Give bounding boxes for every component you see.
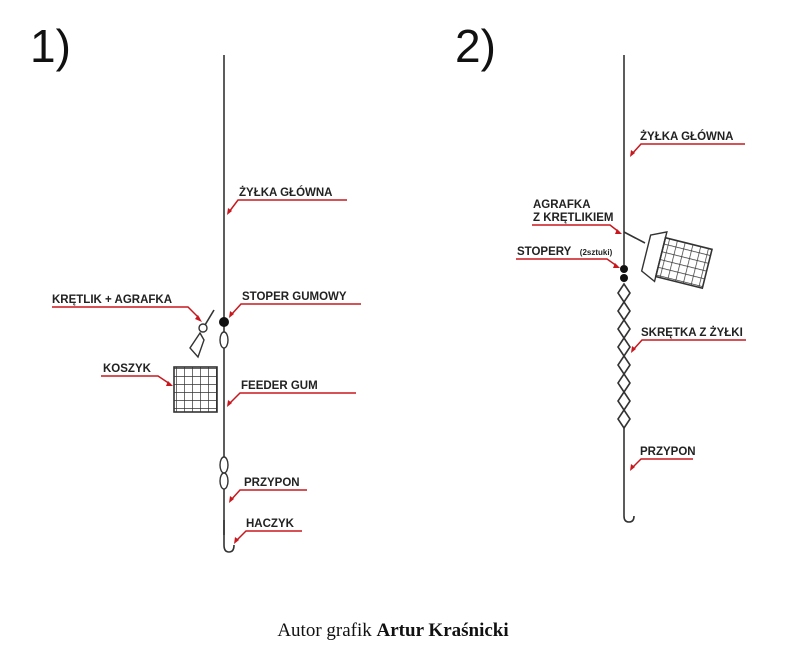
label-basket: KOSZYK [103, 363, 152, 375]
credit-prefix: Autor grafik [277, 620, 372, 641]
arrowhead-stoppers [613, 263, 620, 268]
feeder-gum-loop [219, 331, 229, 349]
panel-1-number: 1) [30, 20, 71, 72]
label-hooklink: PRZYPON [640, 446, 696, 458]
credit-author: Artur Kraśnicki [376, 620, 509, 641]
arrowhead-hook [234, 537, 239, 544]
arrowhead-main-line [630, 150, 635, 157]
arrowhead-clip [615, 229, 622, 234]
label-feeder-gum: FEEDER GUM [241, 380, 318, 392]
label-swivel-clip: KRĘTLIK + AGRAFKA [52, 294, 172, 306]
feeder-basket [173, 366, 218, 413]
leader-main-line [228, 199, 347, 213]
arrowhead-swivel-clip [195, 315, 202, 322]
leader-basket [101, 375, 171, 385]
leader-feeder-gum [228, 392, 356, 405]
leader-stoppers [516, 258, 618, 267]
twisted-line [617, 282, 631, 430]
feeder-basket [654, 236, 713, 290]
leader-twisted-line [632, 339, 746, 351]
leader-hooklink [230, 489, 307, 501]
leader-rubber-stop [230, 303, 361, 316]
stopper-1 [620, 265, 628, 273]
swivel-arm [204, 309, 215, 326]
label-main-line: ŻYŁKA GŁÓWNA [239, 186, 332, 199]
arrowhead-feeder-gum [227, 400, 232, 407]
hook [623, 508, 635, 523]
arrowhead-main-line [227, 208, 232, 215]
panel-1: 1) ŻYŁKA GŁÓWNA KRĘTLIK + AGRAFKA STOPER… [30, 20, 361, 553]
hooklink-loop-upper [219, 456, 229, 474]
arrowhead-twisted-line [631, 346, 636, 353]
label-twisted-line: SKRĘTKA Z ŻYŁKI [641, 326, 743, 339]
label-stoppers-note: (2sztuki) [580, 248, 613, 257]
label-hooklink: PRZYPON [244, 477, 300, 489]
hook [223, 520, 235, 553]
label-hook: HACZYK [246, 518, 295, 530]
label-clip-line2: Z KRĘTLIKIEM [533, 212, 614, 224]
panel-2-number: 2) [455, 20, 496, 72]
stopper-2 [620, 274, 628, 282]
swivel-ring [198, 323, 208, 333]
clip-arm [623, 231, 646, 244]
clip [189, 331, 205, 359]
label-clip-line1: AGRAFKA [533, 199, 591, 211]
leader-swivel-clip [52, 306, 200, 319]
leader-main-line [631, 143, 745, 155]
arrowhead-rubber-stop [229, 311, 234, 318]
panel-2: 2) ŻYŁKA GŁÓWNA AGRAFKA Z KRĘTLIKIEM STO… [455, 20, 746, 523]
arrowhead-basket [166, 381, 173, 386]
author-credit: Autor grafik Artur Kraśnicki [0, 620, 786, 642]
label-main-line: ŻYŁKA GŁÓWNA [640, 130, 733, 143]
rubber-stop-bead [219, 317, 229, 327]
basket-cone [640, 231, 668, 283]
label-stoppers-main: STOPERY [517, 246, 572, 258]
leader-hook [235, 530, 302, 542]
arrowhead-hooklink [229, 496, 234, 503]
arrowhead-hooklink [630, 464, 635, 471]
label-rubber-stop: STOPER GUMOWY [242, 291, 347, 303]
hooklink-loop-lower [219, 472, 229, 490]
feeder-basket-group [640, 231, 713, 290]
leader-clip [532, 224, 620, 233]
label-stoppers: STOPERY (2sztuki) [517, 242, 613, 259]
leader-hooklink [631, 458, 693, 469]
